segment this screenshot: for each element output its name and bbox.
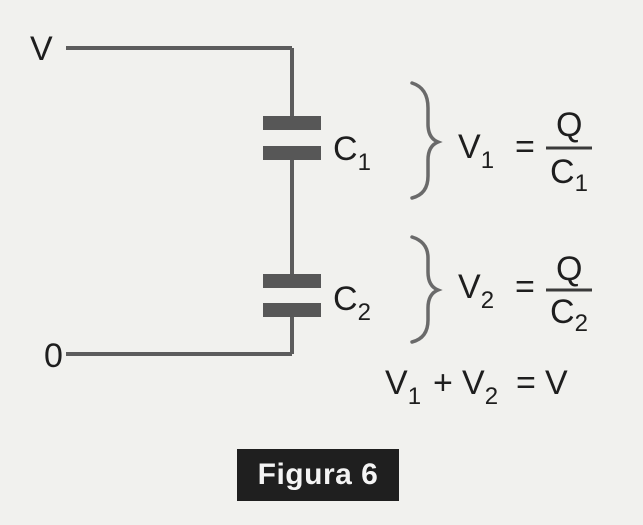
equation-v2-numerator: Q xyxy=(556,250,582,288)
equation-sum-term-1: V1 xyxy=(385,364,421,410)
equation-sum-plus: + xyxy=(433,364,453,402)
capacitor-2-label: C2 xyxy=(333,280,371,326)
equation-sum-term-2: V2 xyxy=(462,364,498,410)
brace-1-icon xyxy=(410,81,443,200)
brace-2-icon xyxy=(410,235,443,344)
equation-v1-lhs: V1 xyxy=(458,128,494,174)
equation-sum-equals: = xyxy=(516,364,536,402)
figure-caption: Figura 6 xyxy=(257,458,379,491)
capacitor-1-label: C1 xyxy=(333,130,371,176)
equation-v1-equals: = xyxy=(515,128,535,166)
equation-v1-numerator: Q xyxy=(556,106,582,144)
equation-v2-denominator: C2 xyxy=(550,293,588,337)
capacitor-1-plate-bottom xyxy=(263,146,321,160)
equation-v2: V2 = Q C2 xyxy=(458,250,592,337)
figure-caption-box: Figura 6 xyxy=(237,449,399,501)
wires xyxy=(66,46,294,356)
terminal-v-label: V xyxy=(30,30,53,68)
capacitor-1 xyxy=(263,116,321,160)
equation-v2-equals: = xyxy=(515,268,535,306)
equation-v2-lhs: V2 xyxy=(458,268,494,314)
equation-v1: V1 = Q C1 xyxy=(458,106,592,197)
capacitor-2-plate-top xyxy=(263,274,321,288)
equation-sum-rhs: V xyxy=(545,364,568,402)
equation-v1-denominator: C1 xyxy=(550,153,588,197)
capacitor-2 xyxy=(263,274,321,317)
equation-sum: V1 + V2 = V xyxy=(385,364,568,410)
capacitor-1-plate-top xyxy=(263,116,321,130)
terminal-zero-label: 0 xyxy=(44,337,63,375)
capacitor-2-plate-bottom xyxy=(263,303,321,317)
